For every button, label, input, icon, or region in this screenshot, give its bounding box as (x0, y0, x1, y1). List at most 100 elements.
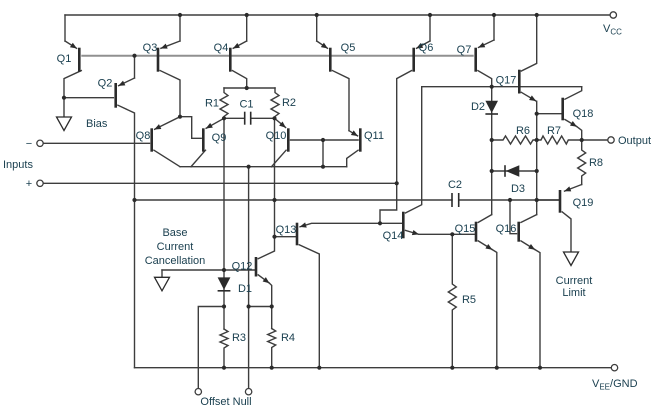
label-r5: R5 (462, 294, 476, 306)
junction (450, 365, 455, 370)
label-q16: Q16 (496, 223, 517, 235)
resistor-r1 (218, 87, 230, 119)
wire (533, 248, 541, 369)
wire-q17-collector (520, 14, 538, 72)
junction (427, 12, 433, 18)
wire-q16-collector (519, 213, 538, 224)
q7-emitter (477, 39, 495, 49)
junction (320, 137, 326, 143)
wire (575, 125, 583, 141)
q10-emitter (273, 117, 287, 129)
junction (494, 365, 499, 370)
q9-emitter (205, 117, 225, 130)
resistor-r7 (536, 134, 583, 146)
label-r4: R4 (281, 332, 295, 344)
label-q9: Q9 (212, 132, 227, 144)
label-q4: Q4 (214, 42, 229, 54)
bcc-ground-icon (153, 276, 171, 293)
junction (269, 365, 274, 370)
junction (450, 232, 455, 237)
q1-emitter (64, 40, 78, 50)
junction (177, 114, 183, 119)
label-offset-null: Offset Null (200, 396, 251, 408)
resistor-r2 (269, 87, 281, 119)
resistor-r4 (265, 327, 278, 369)
label-output: Output (618, 135, 651, 147)
plus-input-terminal (36, 179, 44, 188)
wire-q16-base (509, 199, 518, 235)
label-c2: C2 (448, 179, 462, 191)
wiring (42, 14, 612, 390)
transistor-bars (78, 47, 564, 277)
label-q8: Q8 (136, 130, 151, 142)
wire-q2-collector (116, 104, 136, 369)
q3-emitter (159, 40, 181, 50)
label-c1: C1 (239, 99, 253, 111)
label-inputs: Inputs (3, 159, 33, 171)
wire-offset1 (197, 305, 225, 390)
wire-q9-collector (190, 149, 207, 168)
label-current-limit-2: Limit (562, 287, 585, 299)
vcc-terminal (609, 11, 618, 19)
q6-emitter (415, 40, 431, 50)
vee-suffix: /GND (610, 378, 638, 390)
d1-diode (217, 277, 231, 290)
label-r6: R6 (516, 125, 530, 137)
junction (314, 12, 319, 18)
wire-q1-collector (63, 69, 83, 99)
label-q7: Q7 (457, 44, 472, 56)
label-d3: D3 (511, 183, 525, 195)
label-d1: D1 (238, 283, 252, 295)
junction (61, 95, 67, 100)
junction (221, 116, 227, 121)
d2-diode (485, 100, 498, 113)
junction (244, 85, 249, 91)
wire-q12-collector (257, 117, 276, 260)
label-q6: Q6 (419, 42, 434, 54)
label-bcc-2: Current (157, 241, 194, 253)
offset-null-terminal-2 (244, 387, 253, 396)
wire-q18-collector (563, 86, 583, 101)
offset-null-terminal-1 (194, 387, 203, 396)
wire-q14-collector (404, 86, 423, 214)
junction (320, 164, 326, 169)
junction (177, 12, 183, 18)
wire-q3-collector (159, 69, 181, 118)
q11-emitter (348, 129, 359, 137)
wire-q6-collector (379, 69, 413, 224)
terminals (36, 11, 619, 396)
junction (489, 84, 494, 89)
junction (377, 221, 383, 226)
q17-emitter (520, 91, 537, 102)
q2-emitter (117, 77, 136, 87)
label-bcc-1: Base (162, 227, 187, 239)
junction (269, 304, 274, 309)
label-bcc-3: Cancellation (145, 255, 206, 267)
wire-q7-collector (476, 69, 493, 216)
label-q12: Q12 (232, 261, 253, 273)
vee-main: V (592, 378, 600, 390)
q8-emitter (153, 115, 181, 131)
components (55, 100, 580, 293)
junction (132, 53, 137, 58)
label-q10: Q10 (266, 130, 287, 142)
junction (244, 12, 249, 18)
label-q19: Q19 (573, 197, 594, 209)
label-q2: Q2 (98, 78, 113, 90)
bias-ground-icon (55, 116, 73, 132)
junction (394, 181, 399, 186)
wire (491, 248, 498, 369)
label-minus: − (26, 138, 32, 150)
label-r1: R1 (205, 98, 219, 110)
output-terminal (607, 136, 615, 144)
wire-q5-collector (331, 69, 350, 132)
label-vee: VEE/GND (592, 378, 638, 392)
junction (272, 197, 277, 203)
resistor-r6 (491, 134, 538, 146)
wire-q10-collector (270, 149, 288, 168)
q14-emitter (404, 229, 420, 236)
junction (489, 137, 494, 143)
vcc-main: V (603, 23, 611, 35)
label-r8: R8 (589, 157, 603, 169)
